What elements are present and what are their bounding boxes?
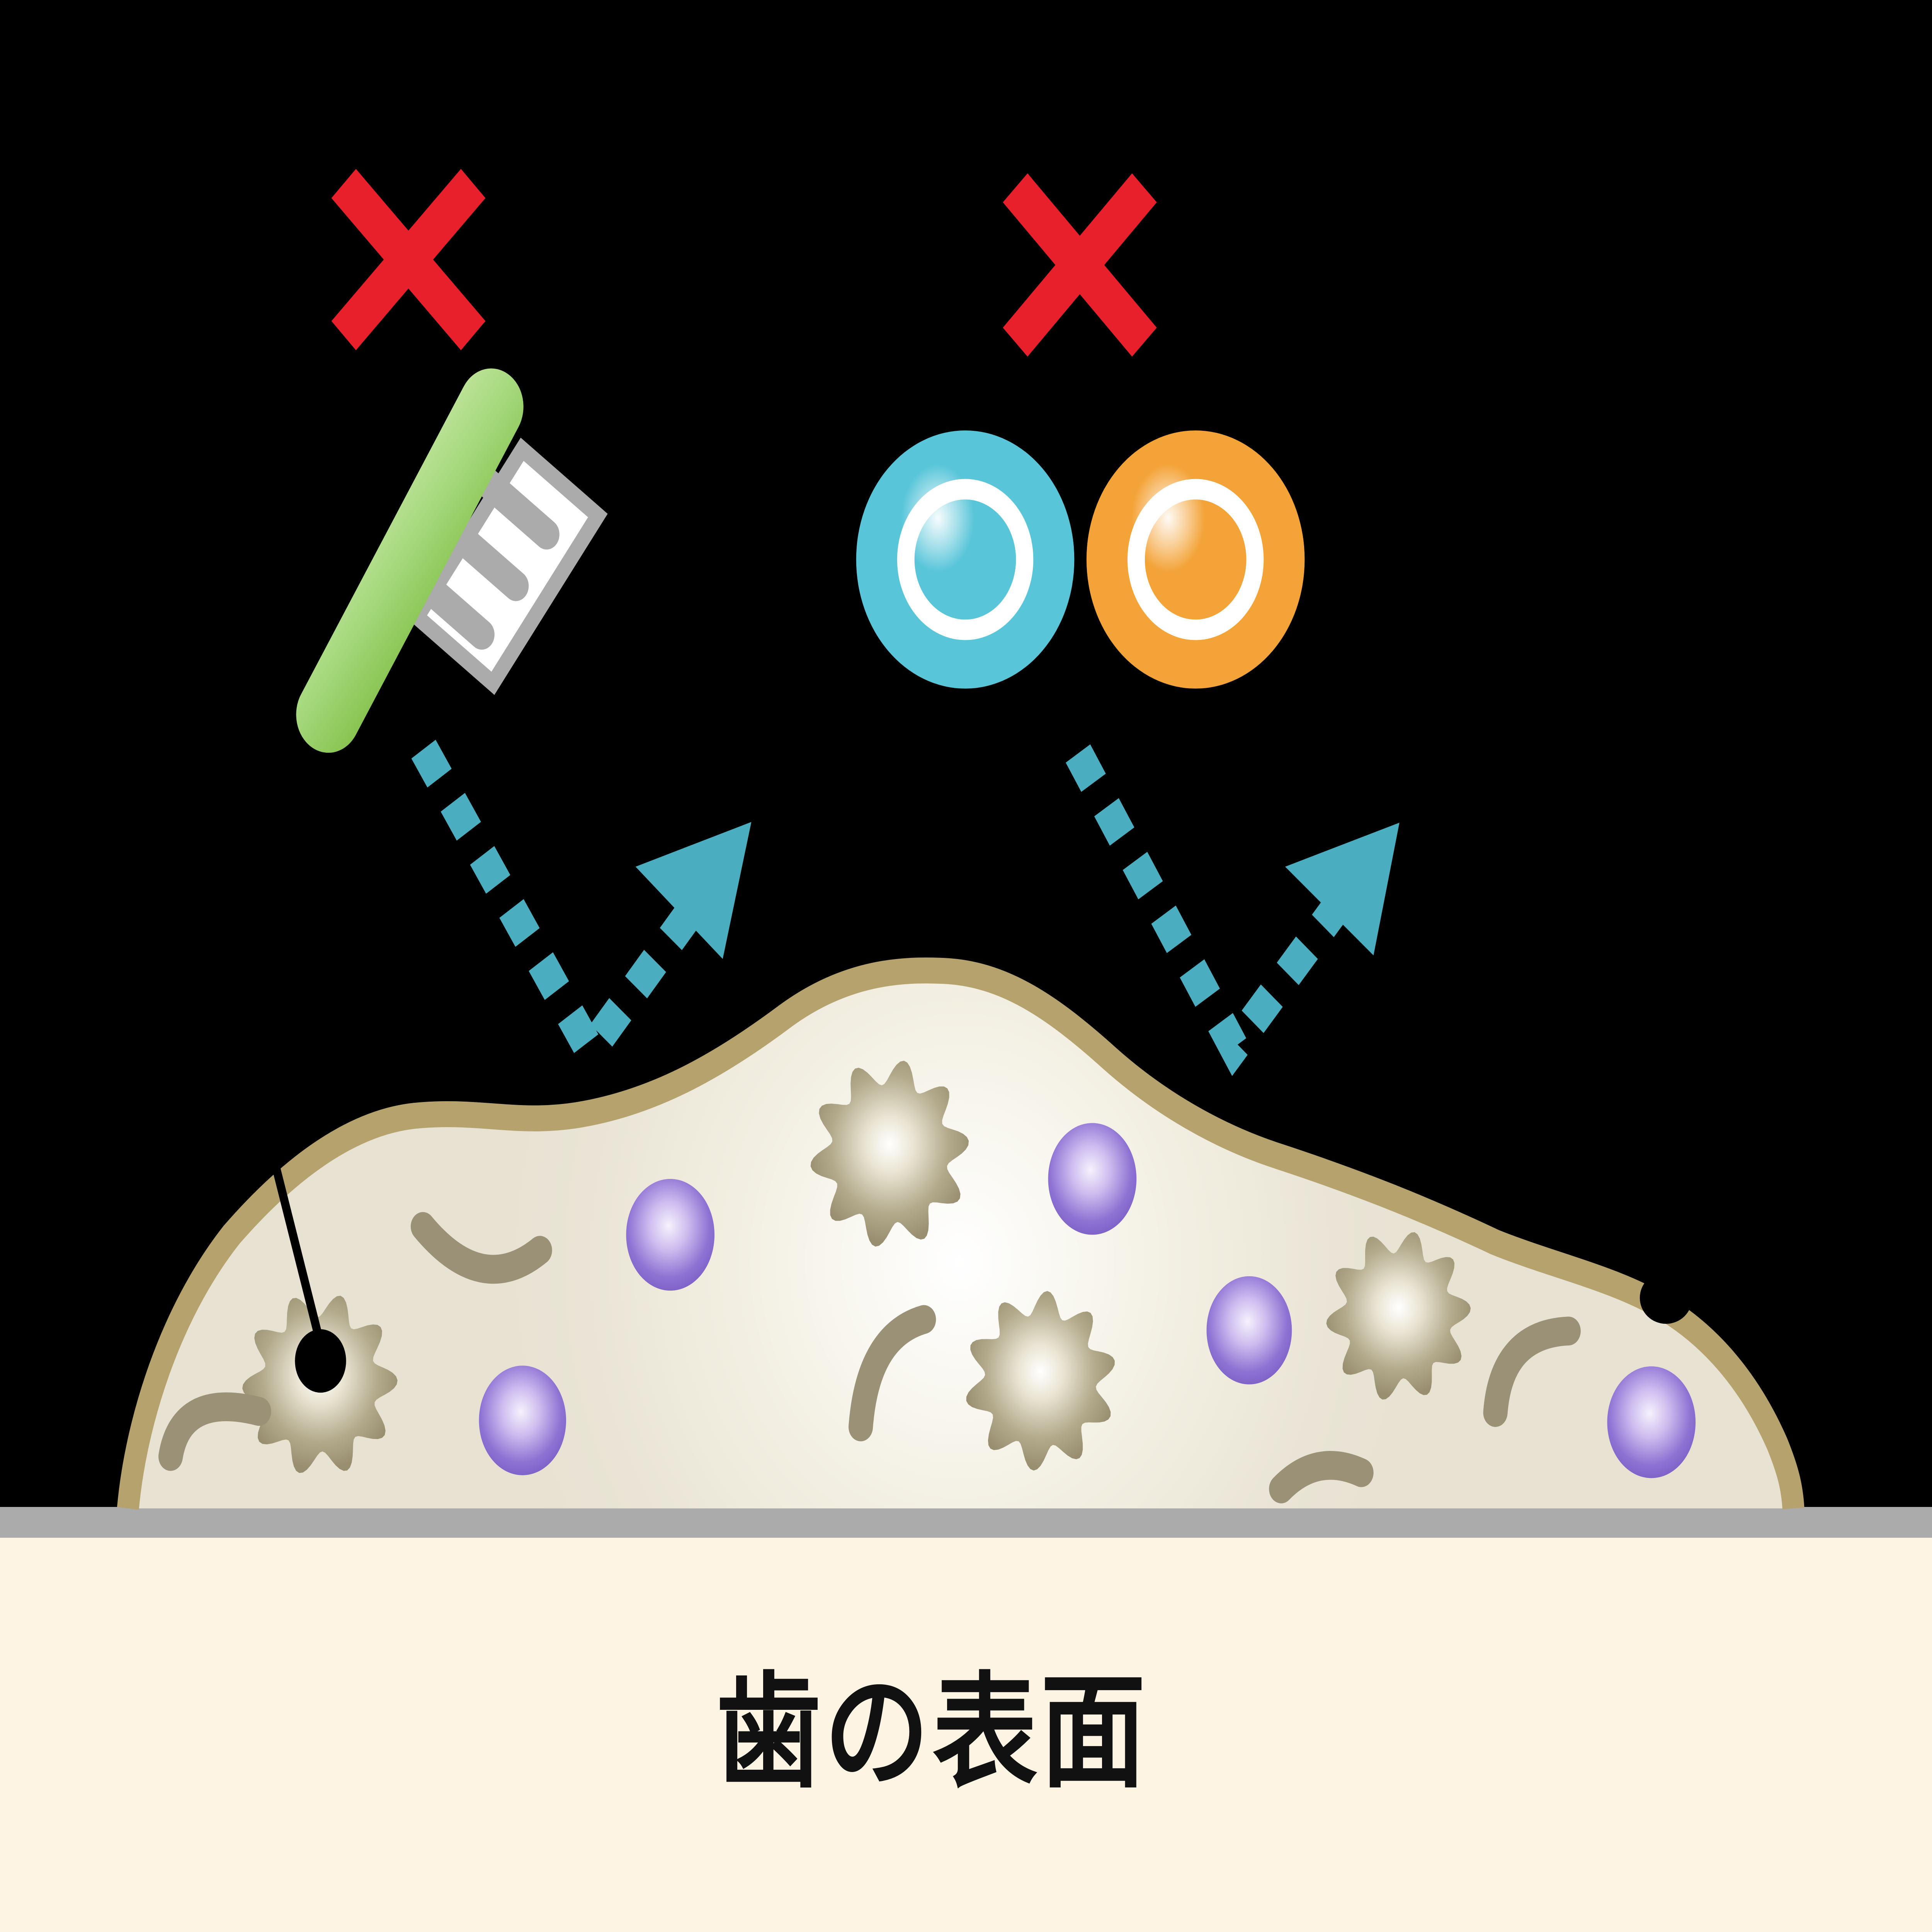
bounce-arrow-left-icon xyxy=(411,740,752,1080)
toothbrush-handle xyxy=(296,368,524,753)
bacteria-coccus-icon xyxy=(479,1366,566,1475)
bounce-arrow-right-icon xyxy=(1066,744,1400,1076)
tooth-surface-band xyxy=(0,1507,1932,1538)
attachment-dot-right xyxy=(1639,1272,1692,1324)
bacteria-coccus-icon xyxy=(1206,1276,1292,1384)
tooth-surface-label: 歯の表面 xyxy=(716,1665,1149,1803)
biofilm-membrane xyxy=(117,957,1804,1510)
bacteria-coccus-icon xyxy=(1048,1123,1137,1235)
pin-dot xyxy=(295,1329,346,1393)
tablet-highlight xyxy=(1131,464,1205,572)
biofilm-blob xyxy=(117,957,1804,1510)
tablet-cyan-icon xyxy=(856,430,1075,689)
bacteria-rod-icon xyxy=(849,1305,936,1442)
arrow-head xyxy=(635,822,752,959)
bacteria-rod-icon xyxy=(158,1392,271,1471)
attachment-pin-left xyxy=(272,1165,346,1393)
pin-line xyxy=(272,1165,323,1341)
tablet-body xyxy=(1086,430,1305,689)
bacteria-group xyxy=(158,1061,1696,1503)
x-stroke xyxy=(1003,173,1157,357)
bacteria-rod-icon xyxy=(1483,1316,1581,1427)
prohibition-x-icon-left xyxy=(331,169,486,350)
bacteria-rod-icon xyxy=(1269,1451,1374,1503)
bacteria-rods xyxy=(158,1212,1581,1503)
tooth-surface-area xyxy=(0,1537,1932,1932)
tablet-highlight xyxy=(901,464,975,572)
tablet-orange-icon xyxy=(1086,430,1305,689)
bacteria-coccus-icon xyxy=(1607,1366,1696,1478)
bacteria-gear-icon xyxy=(966,1291,1115,1471)
arrow-head xyxy=(1285,823,1400,956)
x-stroke xyxy=(331,169,486,350)
bacteria-gear-icon xyxy=(810,1061,969,1247)
arrow-dashed-path xyxy=(1066,744,1354,1076)
bacteria-gear-icon xyxy=(1326,1232,1471,1400)
bacteria-coccus-icon xyxy=(626,1179,715,1291)
tablet-body xyxy=(856,430,1075,689)
toothbrush-icon xyxy=(296,368,608,753)
prohibition-x-icon-right xyxy=(1003,173,1157,357)
bacteria-rod-icon xyxy=(410,1212,552,1284)
